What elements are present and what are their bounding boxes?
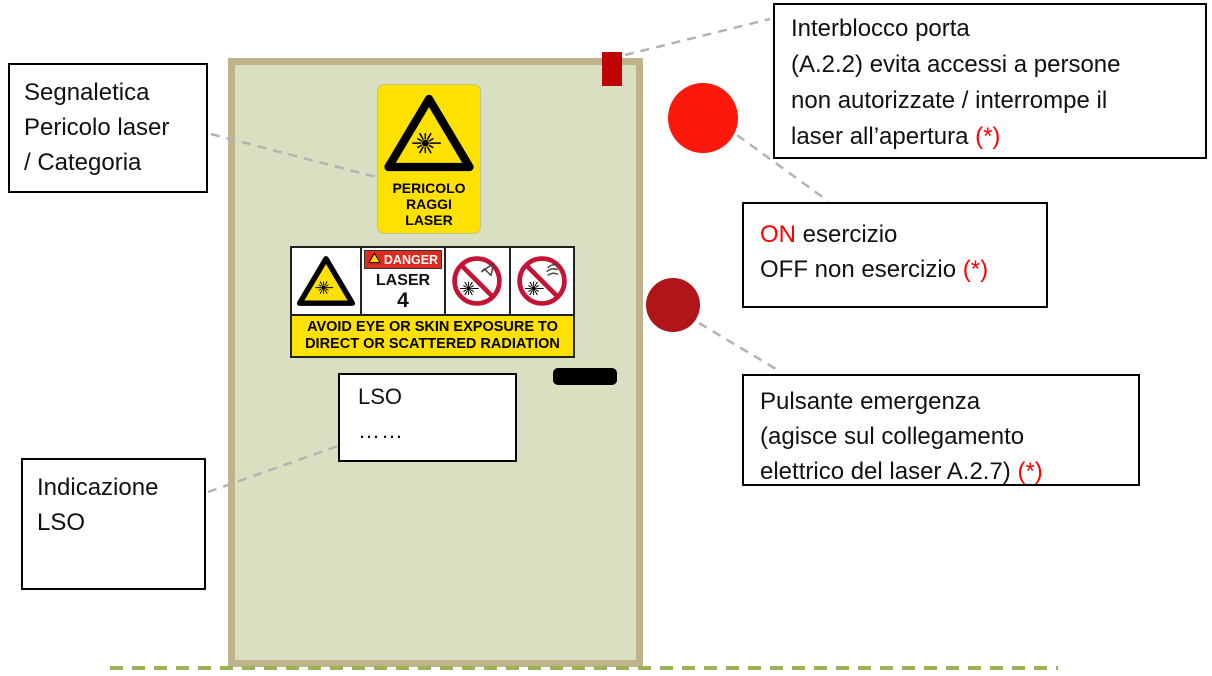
connector-emergency-button-to-callout xyxy=(698,321,782,374)
callout-text-line: (agisce sul collegamento xyxy=(760,423,1025,450)
callout-text-line: ON esercizio xyxy=(760,217,1030,252)
asterisk-note: (*) xyxy=(962,256,989,283)
callout-text-line: non autorizzate / interrompe il xyxy=(791,87,1108,114)
callout-text-segment: laser all’apertura xyxy=(791,123,976,150)
exposure-warning-strip: AVOID EYE OR SKIN EXPOSURE TO DIRECT OR … xyxy=(292,314,573,356)
no-skin-exposure-icon xyxy=(511,248,574,314)
pericolo-sign-line: LASER xyxy=(405,212,453,228)
exposure-warning-line: DIRECT OR SCATTERED RADIATION xyxy=(305,336,560,352)
callout-text-line: laser all’apertura (*) xyxy=(791,119,1189,155)
lso-label: LSO …… xyxy=(338,373,517,462)
callout-text-segment: esercizio xyxy=(796,221,898,248)
laser-danger-sign: PERICOLO RAGGI LASER xyxy=(378,85,480,233)
pericolo-sign-line: RAGGI xyxy=(406,196,452,212)
exposure-warning-line: AVOID EYE OR SKIN EXPOSURE TO xyxy=(307,318,558,335)
callout-pulsante-emergenza: Pulsante emergenza (agisce sul collegame… xyxy=(742,374,1140,486)
callout-on-off: ON esercizio OFF non esercizio (*) xyxy=(742,202,1048,308)
callout-text-line: Interblocco porta xyxy=(791,15,970,42)
lso-dots: …… xyxy=(358,418,404,443)
callout-text-line: LSO xyxy=(37,509,86,536)
small-warning-triangle-icon xyxy=(368,252,381,267)
laser-warning-triangle-icon xyxy=(383,92,475,179)
callout-text-line: OFF non esercizio (*) xyxy=(760,252,1030,287)
laser-word: LASER xyxy=(375,272,431,289)
no-eye-exposure-icon xyxy=(446,248,511,314)
callout-text-line: (A.2.2) evita accessi a persone xyxy=(791,51,1121,78)
asterisk-note: (*) xyxy=(975,123,1001,150)
laser-warning-triangle-icon xyxy=(292,248,362,314)
callout-text-line: elettrico del laser A.2.7) (*) xyxy=(760,454,1122,489)
asterisk-note: (*) xyxy=(1017,458,1043,485)
callout-indicazione-lso: Indicazione LSO xyxy=(21,458,206,590)
callout-text-line: Pulsante emergenza xyxy=(760,388,981,415)
off-text: OFF non esercizio xyxy=(760,256,963,283)
callout-segnaletica: Segnaletica Pericolo laser / Categoria xyxy=(8,63,208,193)
danger-class-panel: DANGER LASER 4 xyxy=(362,248,446,314)
lso-title: LSO xyxy=(358,384,403,409)
emergency-button xyxy=(646,278,700,332)
callout-text-line: Pericolo laser xyxy=(24,114,170,141)
callout-text-segment: elettrico del laser A.2.7) xyxy=(760,458,1018,485)
callout-text-line: / Categoria xyxy=(24,149,142,176)
on-off-button xyxy=(668,83,738,153)
callout-text-line: Indicazione xyxy=(37,474,159,501)
door-interlock xyxy=(602,52,622,86)
laser-class-number: 4 xyxy=(397,289,409,312)
door-handle xyxy=(553,368,617,385)
callout-interblocco-porta: Interblocco porta (A.2.2) evita accessi … xyxy=(773,3,1207,159)
callout-text-line: Segnaletica xyxy=(24,79,150,106)
connector-interlock-to-callout xyxy=(624,17,771,57)
danger-header-text: DANGER xyxy=(383,252,439,267)
laser-class4-label: DANGER LASER 4 xyxy=(290,246,575,358)
pericolo-sign-line: PERICOLO xyxy=(392,180,466,196)
on-text: ON xyxy=(760,221,796,248)
